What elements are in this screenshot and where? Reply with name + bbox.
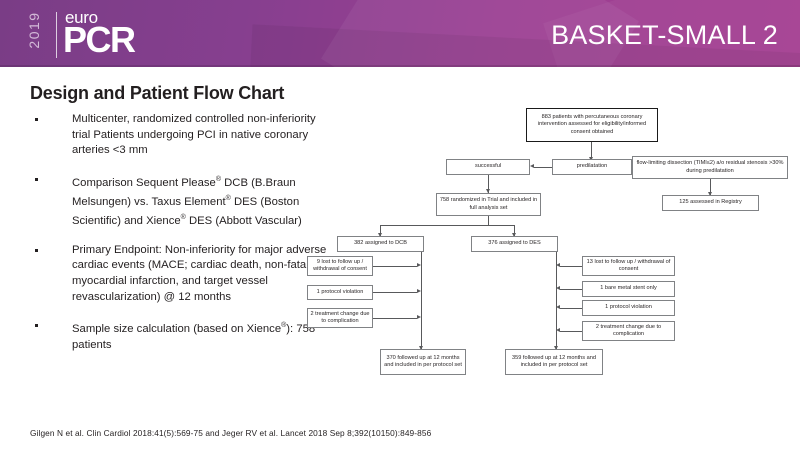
bullet-text: Comparison Sequent Please® DCB (B.Braun … — [72, 175, 302, 228]
presentation-title: BASKET-SMALL 2 — [551, 20, 778, 50]
logo-year-label: 2019 — [26, 11, 42, 49]
bullet-item: Sample size calculation (based on Xience… — [32, 318, 332, 353]
flow-node-des-exclusion-3: 1 protocol violation — [582, 300, 675, 316]
flow-connector — [421, 252, 422, 350]
flow-node-enrolled: 883 patients with percutaneous coronary … — [526, 108, 658, 142]
flow-connector — [560, 266, 582, 267]
page-header: 2019 euro PCR BASKET-SMALL 2 — [0, 0, 800, 67]
flow-node-dcb-exclusion-1: 9 lost to follow up / withdrawal of cons… — [307, 256, 373, 276]
flow-arrowhead-right-icon — [417, 315, 421, 320]
flow-connector — [560, 331, 582, 332]
flow-arrowhead-down-icon — [485, 189, 490, 193]
bullet-item: Multicenter, randomized controlled non-i… — [32, 112, 332, 159]
flow-connector — [488, 175, 489, 193]
flow-arrowhead-right-icon — [417, 263, 421, 268]
flow-node-des-exclusion-2: 1 bare metal stent only — [582, 281, 675, 297]
bullet-text: Multicenter, randomized controlled non-i… — [72, 113, 316, 157]
flow-connector — [488, 216, 489, 225]
flow-node-predilatation: predilatation — [552, 159, 632, 175]
flow-node-des-final: 359 followed up at 12 months and include… — [505, 349, 603, 375]
flow-node-dcb-final: 370 followed up at 12 months and include… — [380, 349, 466, 375]
flow-arrowhead-left-icon — [556, 263, 560, 268]
flow-connector — [373, 292, 417, 293]
flow-connector — [710, 179, 711, 196]
bullet-dot-icon — [35, 177, 38, 181]
flow-connector — [560, 308, 582, 309]
flow-node-dcb-exclusion-3: 2 treatment change due to complication — [307, 308, 373, 328]
bullet-item: Comparison Sequent Please® DCB (B.Braun … — [32, 172, 332, 230]
bullet-text: Primary Endpoint: Non-inferiority for ma… — [72, 243, 327, 303]
flow-connector — [560, 289, 582, 290]
bullet-item: Primary Endpoint: Non-inferiority for ma… — [32, 243, 332, 305]
bullet-dot-icon — [35, 118, 38, 121]
flow-node-des-exclusion-4: 2 treatment change due to complication — [582, 321, 675, 341]
bullet-dot-icon — [35, 248, 38, 252]
header-bottom-rule — [0, 65, 800, 67]
bullet-text: Sample size calculation (based on Xience… — [72, 322, 316, 351]
flow-arrowhead-down-icon — [707, 192, 712, 196]
logo-pcr-text: PCR — [63, 19, 136, 60]
flow-arrowhead-left-icon — [556, 328, 560, 333]
flow-node-dcb-exclusion-2: 1 protocol violation — [307, 285, 373, 300]
flow-connector — [534, 167, 552, 168]
slide-title: Design and Patient Flow Chart — [30, 83, 285, 103]
flow-node-registry: 125 assessed in Registry — [662, 195, 759, 211]
flow-connector — [591, 142, 592, 159]
flow-node-successful: successful — [446, 159, 530, 175]
flow-connector — [380, 225, 514, 226]
bullet-list: Multicenter, randomized controlled non-i… — [32, 112, 332, 366]
flow-node-dcb-assigned: 382 assigned to DCB — [337, 236, 424, 252]
logo-euro-text: euro — [65, 8, 98, 27]
flow-arrowhead-down-icon — [377, 233, 382, 237]
flow-arrowhead-left-icon — [530, 164, 534, 169]
flow-node-randomized: 758 randomized in Trial and included in … — [436, 193, 541, 216]
flow-arrowhead-down-icon — [511, 233, 516, 237]
logo-divider — [56, 12, 57, 58]
bullet-dot-icon — [35, 324, 38, 328]
citation-footer: Gilgen N et al. Clin Cardiol 2018:41(5):… — [30, 428, 432, 438]
flow-arrowhead-down-icon — [418, 346, 423, 350]
flow-arrowhead-left-icon — [556, 286, 560, 291]
flow-node-des-exclusion-1: 13 lost to follow up / withdrawal of con… — [582, 256, 675, 276]
flow-node-des-assigned: 376 assigned to DES — [471, 236, 558, 252]
flow-connector — [380, 225, 381, 236]
patient-flow-chart: 883 patients with percutaneous coronary … — [307, 100, 800, 400]
flow-connector — [373, 266, 417, 267]
flow-connector — [373, 318, 417, 319]
flow-node-predilatation-failed: flow-limiting dissection (TIMI≤2) a/o re… — [632, 156, 788, 179]
flow-arrowhead-right-icon — [417, 289, 421, 294]
flow-arrowhead-down-icon — [553, 346, 558, 350]
flow-connector — [514, 225, 515, 236]
flow-connector — [556, 252, 557, 350]
europcr-logo: 2019 euro PCR — [18, 6, 158, 64]
flow-arrowhead-left-icon — [556, 305, 560, 310]
